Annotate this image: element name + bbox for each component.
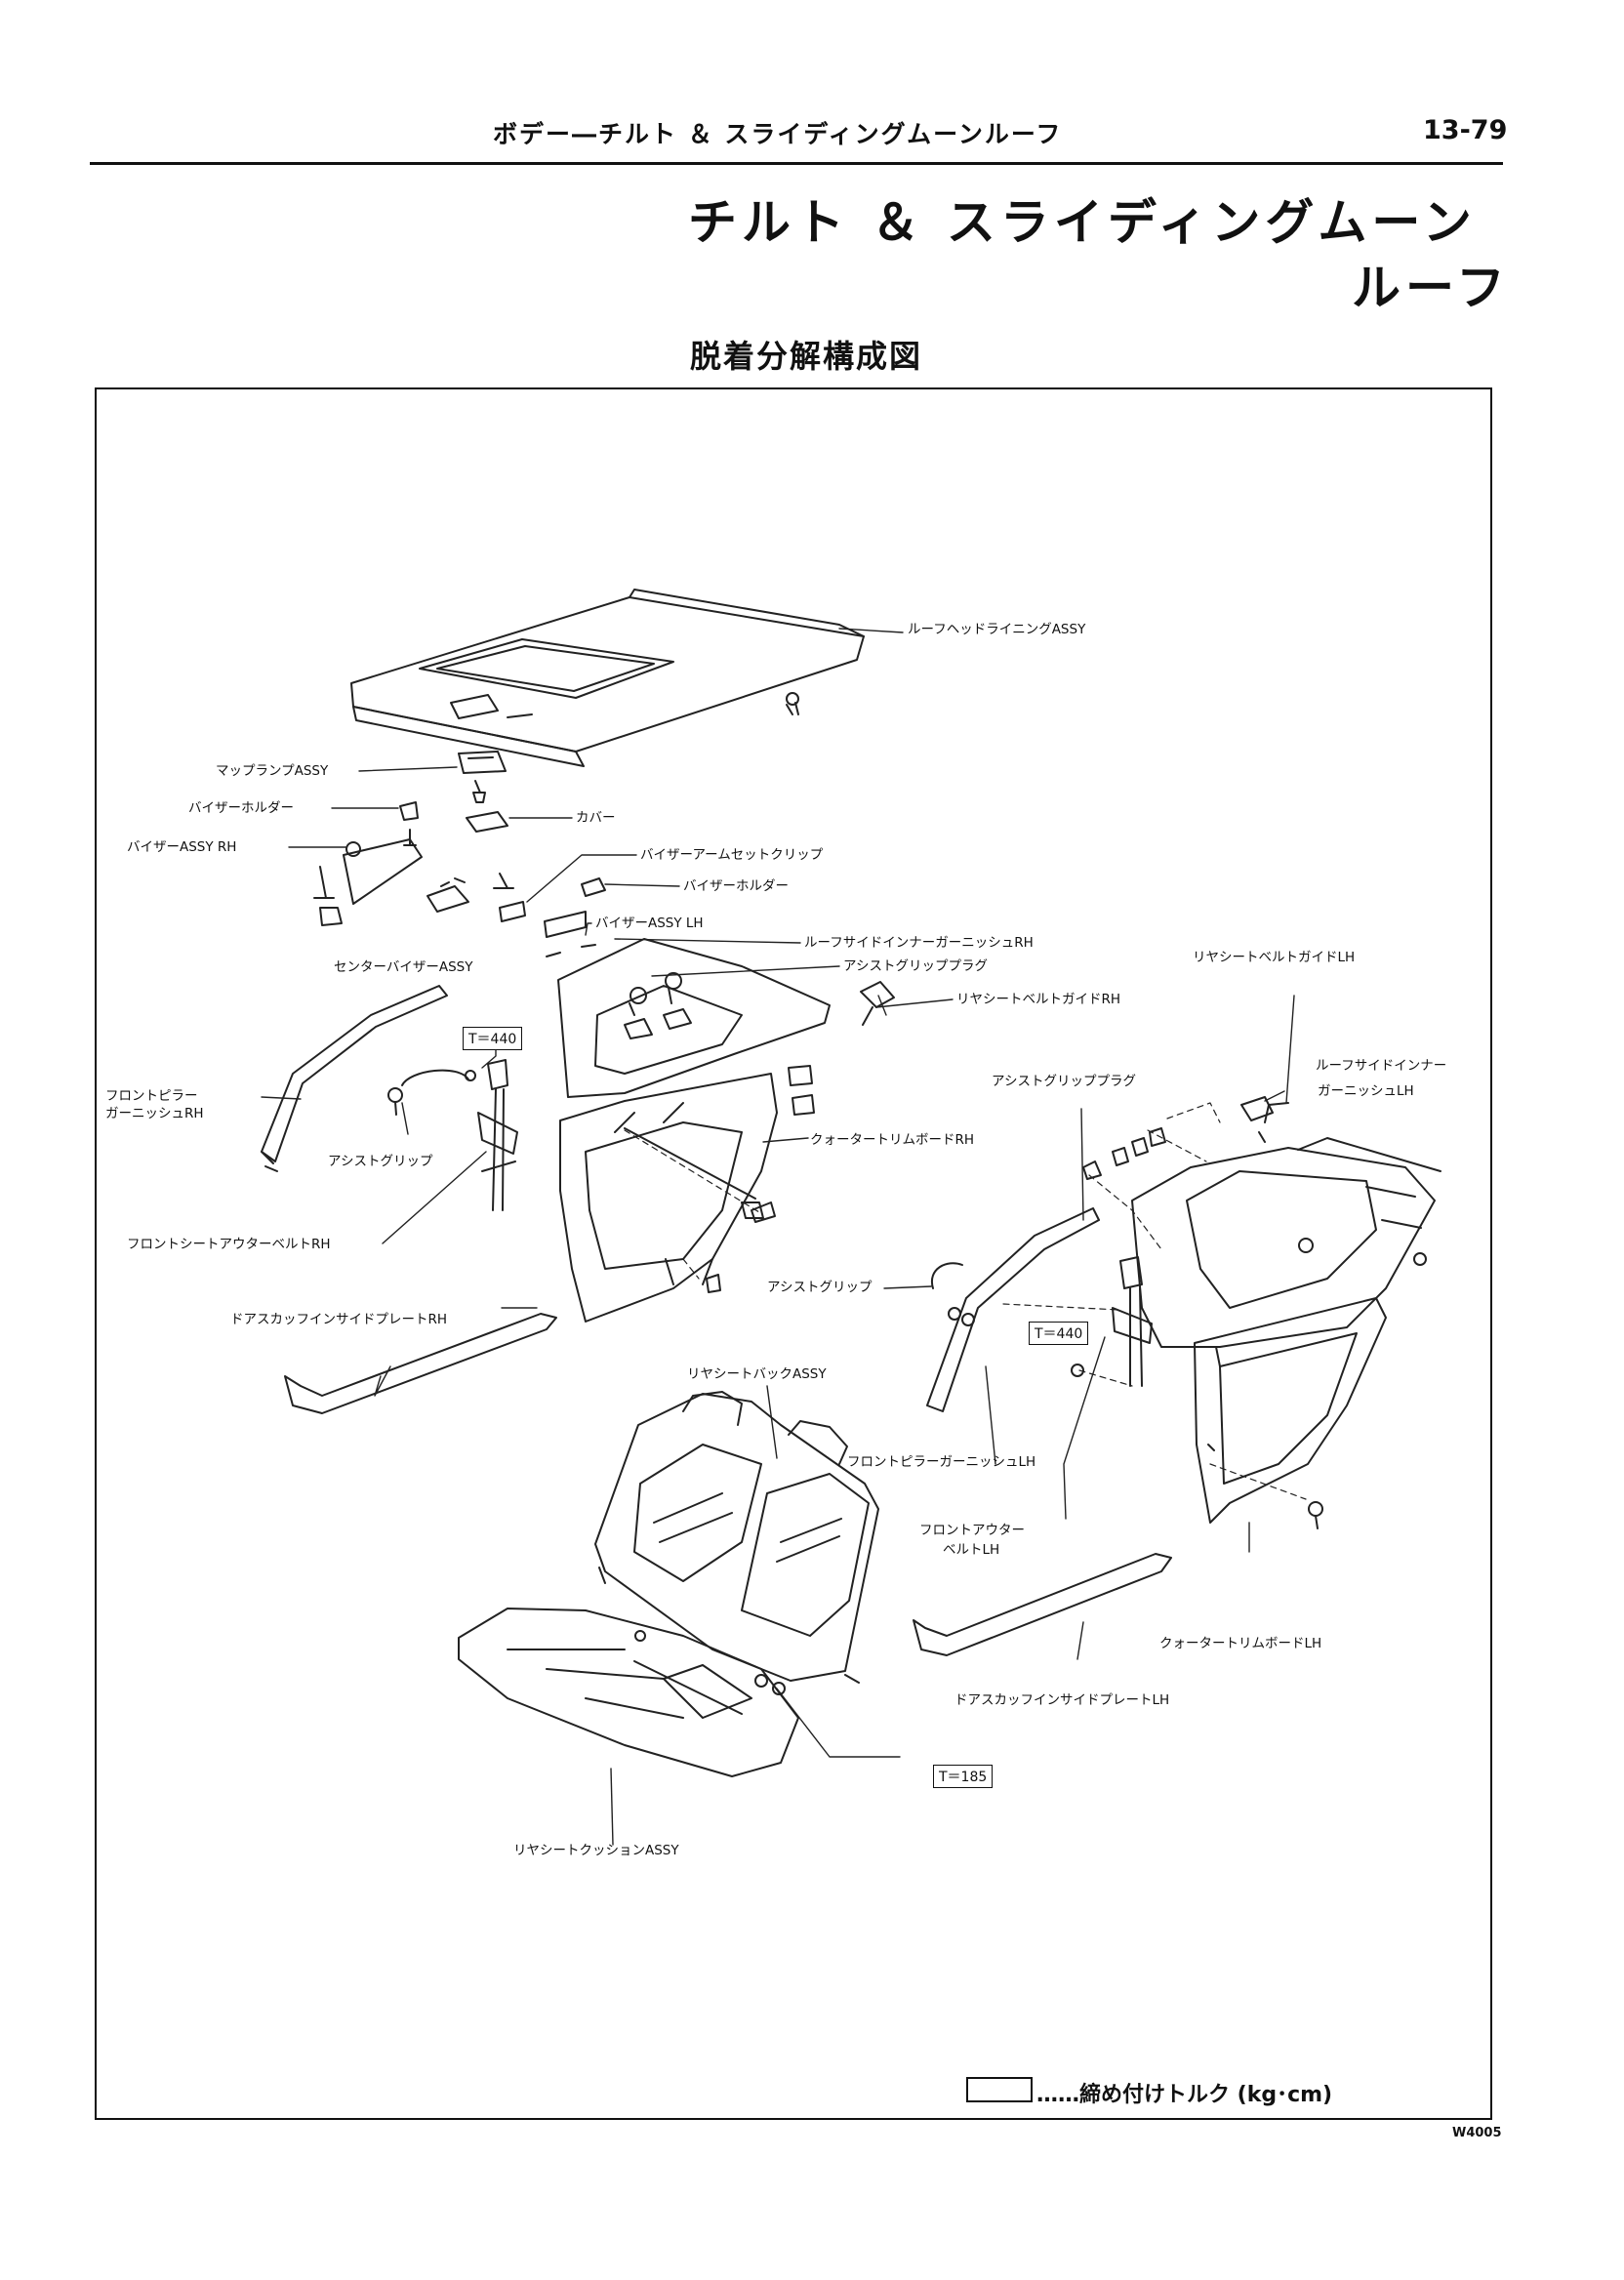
label-roof-side-garnish-lh-line2: ガーニッシュLH (1318, 1083, 1414, 1099)
label-visor-lh: バイザーASSY LH (595, 916, 704, 931)
label-assist-grip-plug-1: アシストグリッププラグ (843, 958, 988, 974)
torque-box-lh: T＝440 (1029, 1322, 1089, 1345)
front-outer-belt-rh-drawing (477, 1059, 518, 1211)
label-roof-side-garnish-rh: ルーフサイドインナーガーニッシュRH (804, 935, 1034, 951)
label-quarter-trim-rh: クォータートリムボードRH (810, 1132, 975, 1148)
leader-lines (261, 628, 1295, 1846)
label-scuff-plate-rh: ドアスカッフインサイドプレートRH (230, 1312, 448, 1327)
label-assist-grip-left: アシストグリップ (328, 1154, 433, 1169)
label-front-pillar-rh-line1: フロントピラー (105, 1088, 198, 1104)
page-number: 13-79 (1423, 115, 1508, 145)
fastener-clips-rh (706, 1065, 815, 1293)
rear-seat-back-drawing (594, 1391, 879, 1684)
label-front-outer-belt-rh: フロントシートアウターベルトRH (127, 1237, 331, 1252)
label-visor-arm-clip: バイザーアームセットクリップ (640, 847, 824, 863)
label-front-pillar-rh-line2: ガーニッシュRH (105, 1106, 204, 1121)
front-outer-belt-lh-drawing (1112, 1256, 1153, 1387)
label-rear-belt-guide-lh: リヤシートベルトガイドLH (1193, 950, 1356, 965)
label-rear-seat-back: リヤシートバックASSY (687, 1366, 827, 1382)
label-quarter-trim-lh: クォータートリムボードLH (1159, 1636, 1322, 1651)
roof-side-garnish-lh-drawing (1131, 1102, 1441, 1348)
assist-grip-lh-drawing (930, 1262, 1084, 1377)
label-rear-belt-guide-rh: リヤシートベルトガイドRH (956, 992, 1121, 1007)
front-pillar-garnish-rh-drawing (261, 985, 448, 1172)
label-assist-grip-right: アシストグリップ (767, 1280, 873, 1295)
rear-belt-guide-lh-drawing (1240, 1096, 1274, 1121)
torque-box-seat: T＝185 (933, 1765, 994, 1788)
section-title: ボデー―チルト ＆ スライディングムーンルーフ (493, 120, 1063, 148)
diagram-frame (95, 387, 1492, 2120)
label-rear-seat-cushion: リヤシートクッションASSY (513, 1843, 679, 1858)
quarter-trim-rh-drawing (559, 1073, 778, 1323)
assist-grip-rh-drawing (387, 1069, 476, 1116)
label-front-pillar-lh: フロントピラーガーニッシュLH (847, 1454, 1036, 1470)
page-header: ボデー―チルト ＆ スライディングムーンルーフ 13-79 (0, 109, 1624, 148)
label-map-lamp: マップランプASSY (216, 763, 329, 779)
label-assist-grip-plug-2: アシストグリッププラグ (992, 1074, 1136, 1089)
page-title-line1: チルト ＆ スライディングムーン (688, 194, 1477, 251)
header-rule (90, 162, 1503, 165)
label-visor-holder-right: バイザーホルダー (683, 878, 789, 894)
rear-seat-cushion-drawing (458, 1608, 799, 1777)
label-visor-rh: バイザーASSY RH (127, 839, 237, 855)
assist-grip-plug-lh-drawing (1082, 1127, 1166, 1180)
diagram-subtitle: 脱着分解構成図 (690, 338, 923, 375)
label-visor-holder-left: バイザーホルダー (188, 800, 294, 816)
label-center-visor: センターバイザーASSY (334, 959, 473, 975)
legend-text: ……締め付けトルク (kg･cm) (1036, 2083, 1333, 2107)
label-front-outer-belt-lh-line2: ベルトLH (943, 1542, 1000, 1558)
page-title-line2: ルーフ (1352, 260, 1510, 316)
scuff-plate-rh-drawing (284, 1313, 557, 1414)
quarter-trim-lh-drawing (1194, 1297, 1387, 1529)
figure-code: W4005 (1452, 2126, 1502, 2140)
map-lamp-drawing (399, 751, 508, 846)
label-front-outer-belt-lh-line1: フロントアウター (919, 1523, 1025, 1538)
sun-visor-drawing (313, 838, 606, 957)
label-scuff-plate-lh: ドアスカッフインサイドプレートLH (954, 1692, 1170, 1708)
assembly-dashed-lines (624, 1102, 1307, 1500)
scuff-plate-lh-drawing (913, 1553, 1172, 1656)
label-roof-headlining: ルーフヘッドライニングASSY (908, 622, 1086, 637)
torque-box-rh: T＝440 (463, 1027, 523, 1050)
roof-side-garnish-rh-drawing (557, 938, 831, 1098)
front-pillar-garnish-lh-drawing (926, 1207, 1100, 1412)
label-roof-side-garnish-lh-line1: ルーフサイドインナー (1316, 1058, 1447, 1074)
roof-headlining-drawing (350, 589, 865, 767)
legend-torque-box (966, 2077, 1033, 2102)
rear-belt-guide-rh-drawing (860, 981, 895, 1026)
label-cover: カバー (576, 810, 616, 826)
